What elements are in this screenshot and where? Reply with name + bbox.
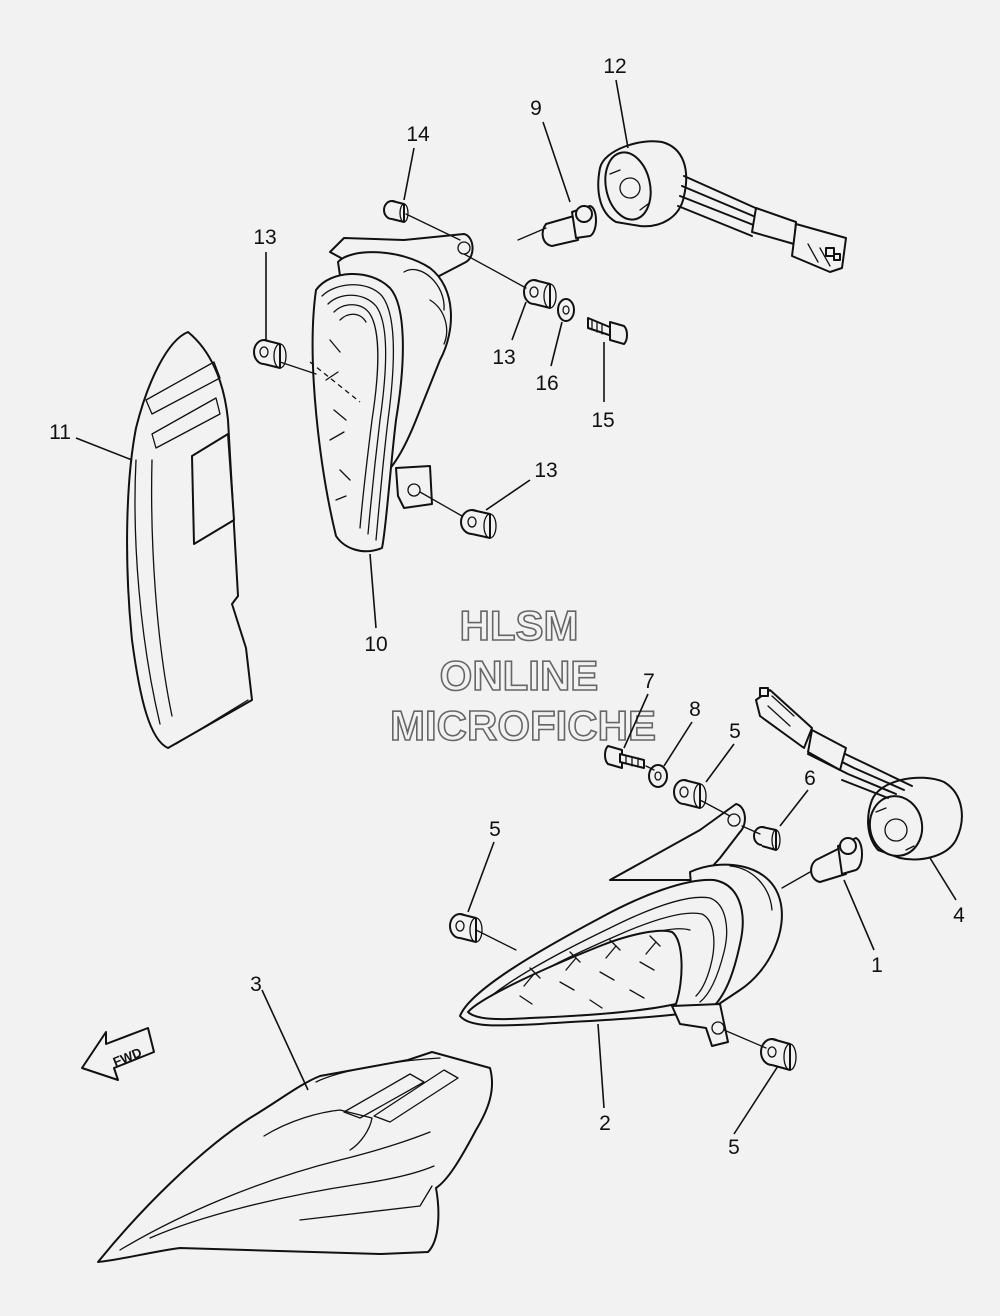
front-cover-3[interactable] bbox=[97, 1051, 494, 1263]
callout-5-upper: 5 bbox=[729, 720, 741, 743]
callout-13-left: 13 bbox=[253, 226, 276, 249]
callout-6: 6 bbox=[804, 767, 816, 790]
screw-7[interactable] bbox=[604, 745, 645, 769]
callout-14: 14 bbox=[406, 123, 430, 146]
rear-cover-11[interactable] bbox=[126, 331, 253, 749]
callout-4: 4 bbox=[953, 904, 965, 927]
fwd-arrow-icon: FWD bbox=[81, 1027, 155, 1081]
watermark-line-1: HLSM bbox=[460, 602, 579, 649]
watermark: HLSM ONLINE MICROFICHE bbox=[389, 601, 657, 750]
socket-harness-12[interactable] bbox=[597, 140, 847, 273]
callout-10: 10 bbox=[364, 633, 387, 656]
washer-8[interactable] bbox=[648, 764, 668, 788]
callout-1: 1 bbox=[871, 954, 883, 977]
callout-9: 9 bbox=[530, 97, 542, 120]
callout-5-lower: 5 bbox=[728, 1136, 740, 1159]
grommet-13-right[interactable] bbox=[523, 279, 557, 309]
grommet-14[interactable] bbox=[383, 200, 409, 223]
callout-12: 12 bbox=[603, 55, 626, 78]
grommet-6[interactable] bbox=[753, 826, 781, 851]
assembly-lines-lower bbox=[475, 765, 811, 1049]
socket-harness-4[interactable] bbox=[755, 687, 963, 861]
callout-8: 8 bbox=[689, 698, 701, 721]
grommet-5-upper[interactable] bbox=[673, 779, 707, 809]
callout-3: 3 bbox=[250, 973, 262, 996]
grommet-5-lower[interactable] bbox=[760, 1038, 797, 1071]
watermark-line-3: MICROFICHE bbox=[390, 702, 656, 749]
callout-5-left: 5 bbox=[489, 818, 501, 841]
callout-2: 2 bbox=[599, 1112, 611, 1135]
callout-7: 7 bbox=[643, 670, 655, 693]
assembly-lines-upper bbox=[279, 213, 547, 517]
callout-15: 15 bbox=[591, 409, 614, 432]
grommet-5-left[interactable] bbox=[449, 913, 483, 943]
callout-13-lower: 13 bbox=[534, 459, 557, 482]
grommet-13-left[interactable] bbox=[253, 339, 287, 369]
callout-11: 11 bbox=[49, 421, 71, 444]
callout-13-right: 13 bbox=[492, 346, 515, 369]
bulb-9[interactable] bbox=[541, 205, 597, 247]
leader-lines bbox=[75, 79, 957, 1135]
callout-labels: 12 9 14 13 13 16 15 11 13 10 7 8 5 6 5 4… bbox=[49, 55, 965, 1159]
front-lamp-2[interactable] bbox=[459, 803, 783, 1047]
tail-lamp-10[interactable] bbox=[309, 233, 474, 553]
grommet-13-lower[interactable] bbox=[460, 509, 497, 539]
bulb-1[interactable] bbox=[810, 837, 863, 883]
callout-16: 16 bbox=[535, 372, 558, 395]
watermark-line-2: ONLINE bbox=[440, 652, 599, 699]
screw-15[interactable] bbox=[587, 317, 628, 345]
washer-16[interactable] bbox=[557, 298, 575, 322]
